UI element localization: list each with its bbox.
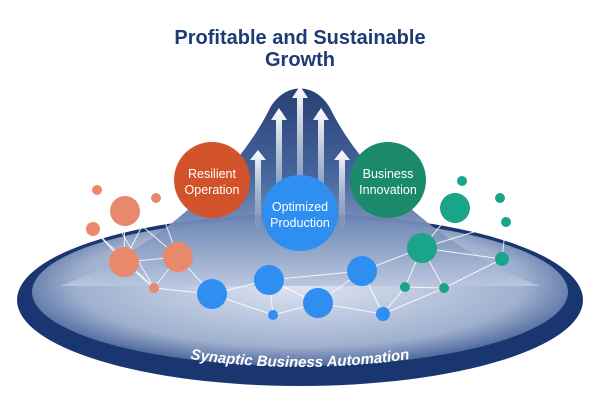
network-node — [439, 283, 449, 293]
pillar-circle — [174, 142, 250, 218]
pillar-business-innovation: Business Innovation — [350, 142, 426, 218]
network-node — [440, 193, 470, 223]
network-node — [254, 265, 284, 295]
network-node — [495, 193, 505, 203]
network-link — [443, 258, 503, 289]
network-node — [109, 247, 139, 277]
growth-arrow-icon — [334, 150, 350, 230]
pillar-circle — [350, 142, 426, 218]
pillar-label-line1: Resilient — [188, 167, 236, 181]
network-node — [457, 176, 467, 186]
pillar-label-line1: Business — [363, 167, 414, 181]
growth-arrow-icon — [271, 108, 287, 230]
network-nodes — [86, 176, 511, 321]
network-link — [268, 270, 363, 281]
network-node — [110, 196, 140, 226]
network-node — [376, 307, 390, 321]
network-node — [149, 283, 159, 293]
network-node — [92, 185, 102, 195]
network-link — [96, 189, 155, 289]
network-node — [407, 233, 437, 263]
network-node — [86, 222, 100, 236]
network-node — [347, 256, 377, 286]
network-link — [382, 287, 445, 315]
growth-arrow-icon — [292, 86, 308, 230]
diagram-title-line2: Growth — [265, 49, 335, 71]
network-node — [268, 310, 278, 320]
pillar-label-line2: Operation — [185, 183, 240, 197]
pillar-resilient-operation: Resilient Operation — [174, 142, 250, 218]
pillar-label-line2: Production — [270, 216, 330, 230]
pillar-circle — [262, 175, 338, 251]
pillar-label-line2: Innovation — [359, 183, 417, 197]
network-node — [163, 242, 193, 272]
network-node — [151, 193, 161, 203]
network-link — [461, 180, 501, 199]
network-node — [501, 217, 511, 227]
network-node — [303, 288, 333, 318]
network-node — [400, 282, 410, 292]
network-node — [495, 252, 509, 266]
growth-arrow-icon — [313, 108, 329, 230]
diagram-title-line1: Profitable and Sustainable — [174, 27, 426, 49]
growth-arrows — [250, 86, 350, 230]
pillar-label-line1: Optimized — [272, 200, 328, 214]
growth-arrow-icon — [250, 150, 266, 230]
pillar-optimized-production: Optimized Production — [262, 175, 338, 251]
network-node — [197, 279, 227, 309]
network-link — [404, 286, 445, 289]
